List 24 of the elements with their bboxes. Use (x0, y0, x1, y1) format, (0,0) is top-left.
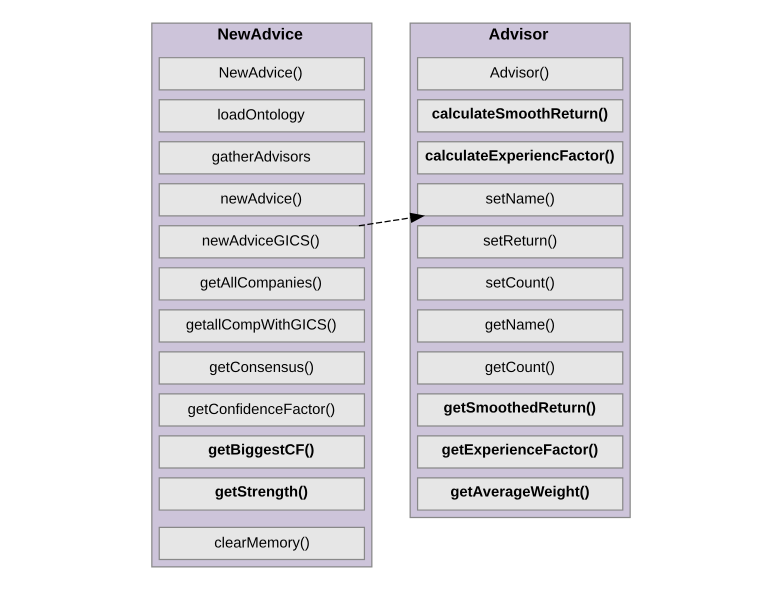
node-box: newAdviceGICS() (158, 225, 366, 259)
node-box: calculateSmoothReturn() (416, 99, 624, 132)
node-box: getConfidenceFactor() (158, 393, 366, 427)
node-box: loadOntology (158, 99, 366, 132)
node-box: getAverageWeight() (416, 477, 624, 511)
node-box: newAdvice() (158, 183, 366, 217)
node-box: getAllCompanies() (158, 267, 366, 301)
node-box: gatherAdvisors (158, 141, 366, 174)
node-box: getBiggestCF() (158, 435, 366, 469)
node-box: setCount() (416, 267, 624, 301)
arrow (358, 212, 426, 226)
node-box: getCount() (416, 351, 624, 385)
node-box: getallCompWithGICS() (158, 309, 366, 343)
node-box: setName() (416, 183, 624, 217)
node-box: setReturn() (416, 225, 624, 259)
node-box: getStrength() (158, 477, 366, 511)
node-box: getSmoothedReturn() (416, 393, 624, 427)
node-box: clearMemory() (158, 526, 366, 560)
node-box: getConsensus() (158, 351, 366, 385)
node-box: getName() (416, 309, 624, 343)
node-box: calculateExperiencFactor() (416, 141, 624, 174)
node-box: NewAdvice() (158, 57, 366, 90)
node-box: Advisor() (416, 57, 624, 90)
node-box: getExperienceFactor() (416, 435, 624, 469)
